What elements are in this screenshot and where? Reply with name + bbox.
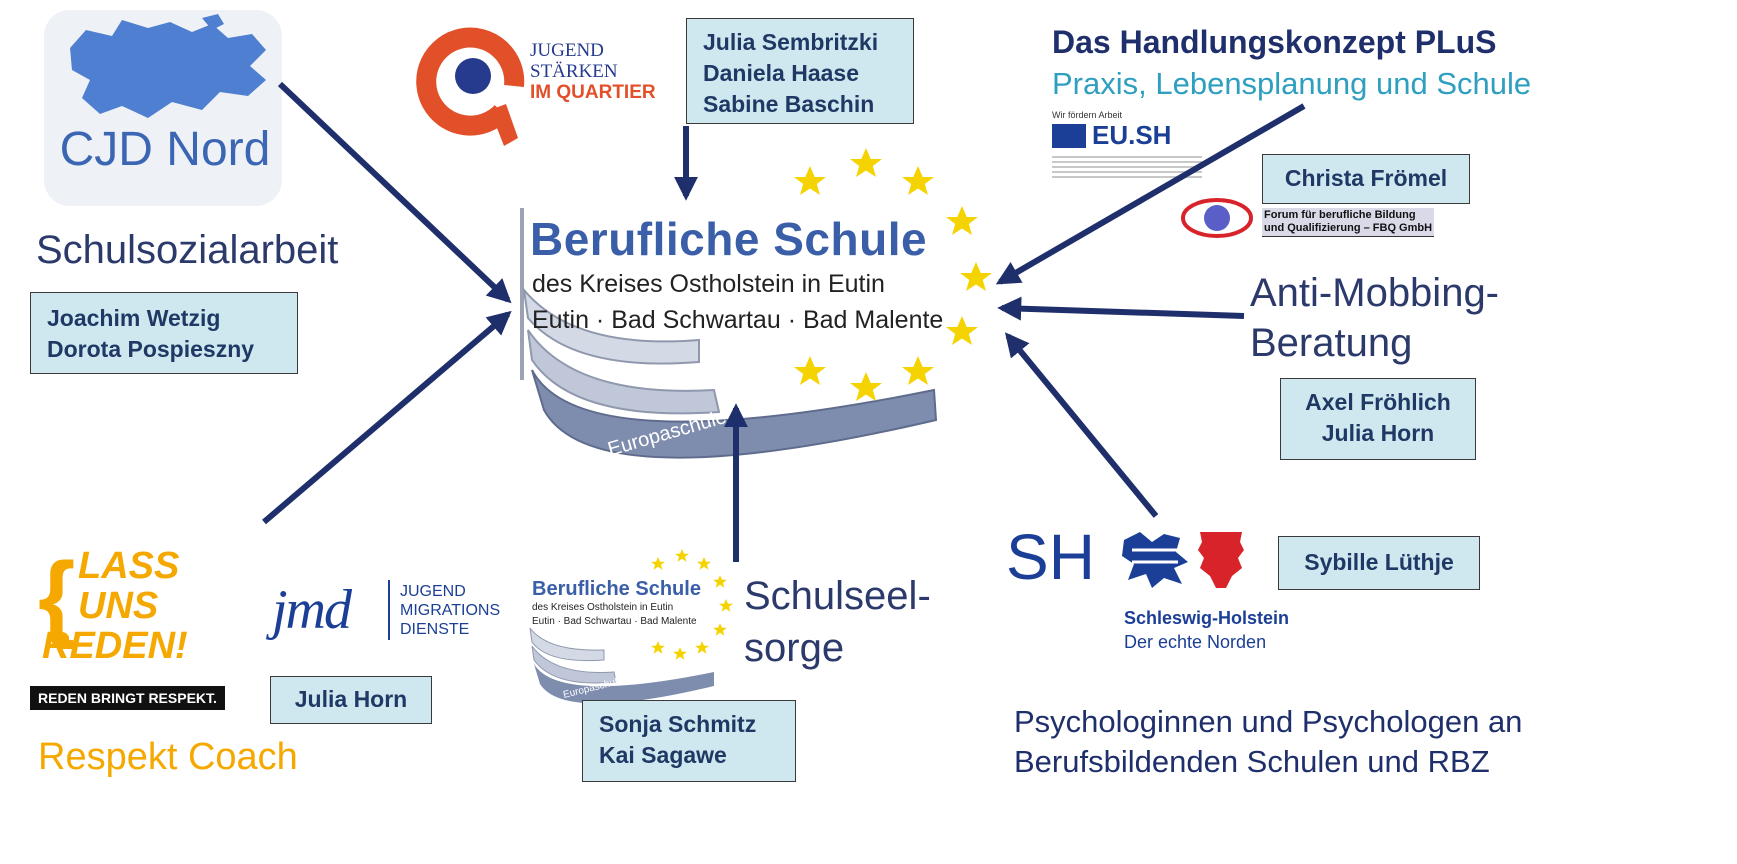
eu-flag-icon: [1052, 124, 1086, 148]
small-school-graphic: Europaschule: [529, 627, 714, 704]
plus-title: Das Handlungskonzept PLuS: [1052, 24, 1497, 60]
antimobbing-caption: Anti-Mobbing- Beratung: [1250, 268, 1499, 368]
sh-lion-icon: [1122, 532, 1188, 588]
seelsorge-line-2: sorge: [744, 626, 845, 670]
jmd-logo-text: jmd: [272, 579, 352, 641]
sh-person-box: Sybille Lüthje: [1278, 536, 1480, 590]
arrow-lur: [262, 310, 512, 525]
cjd-nord-logo: CJD Nord: [44, 10, 282, 206]
center-line-2: des Kreises Ostholstein in Eutin: [532, 270, 885, 298]
cjd-people-box: Joachim Wetzig Dorota Pospieszny: [30, 292, 298, 374]
fbq-text: Forum für berufliche Bildung und Qualifi…: [1262, 208, 1435, 237]
jsq-people-box: Julia Sembritzki Daniela Haase Sabine Ba…: [686, 18, 914, 124]
arrow-cjd: [277, 81, 512, 304]
sh-caption-line-2: Berufsbildenden Schulen und RBZ: [1014, 744, 1490, 779]
seelsorge-people-box: Sonja Schmitz Kai Sagawe: [582, 700, 796, 782]
jsq-line-1: JUGEND: [530, 40, 604, 61]
lur-line-2: UNS: [78, 585, 159, 627]
lur-logo-lines: LASS UNS REDEN!: [42, 545, 188, 666]
jmd-person-box: Julia Horn: [270, 676, 432, 724]
sh-slogan: Der echte Norden: [1124, 632, 1267, 652]
jsq-person-3: Sabine Baschin: [703, 91, 875, 117]
jsq-person-1: Julia Sembritzki: [703, 29, 879, 55]
cjd-caption: Schulsozialarbeit: [36, 228, 339, 272]
center-school-graphic: Europaschule: [520, 208, 938, 461]
fbq-logo-icon: [1181, 198, 1253, 238]
jmd-divider: [388, 580, 390, 640]
seelsorge-caption: Schulseel- sorge: [744, 570, 931, 674]
jmd-person: Julia Horn: [294, 686, 408, 712]
cjd-person-1: Joachim Wetzig: [47, 305, 221, 331]
sh-person: Sybille Lüthje: [1304, 549, 1454, 575]
antimobbing-people-box: Axel Fröhlich Julia Horn: [1280, 378, 1476, 460]
seelsorge-person-1: Sonja Schmitz: [599, 711, 757, 737]
map-icon: [70, 14, 266, 118]
eu-top-text: Wir fördern Arbeit: [1052, 110, 1123, 120]
lur-caption: Respekt Coach: [38, 736, 298, 778]
plus-person-box: Christa Frömel: [1262, 154, 1470, 204]
jmd-line-3: DIENSTE: [400, 621, 470, 638]
lur-brace-left-icon: {: [38, 543, 76, 650]
sh-nettle-icon: [1198, 532, 1244, 588]
jsq-line-2: STÄRKEN: [530, 61, 618, 82]
antimobbing-line-1: Anti-Mobbing-: [1250, 271, 1500, 315]
center-line-3: Eutin · Bad Schwartau · Bad Malente: [532, 306, 944, 334]
cjd-person-2: Dorota Pospieszny: [47, 336, 255, 362]
jmd-lines: JUGEND MIGRATIONS DIENSTE: [400, 582, 500, 639]
seelsorge-person-2: Kai Sagawe: [599, 742, 727, 768]
jsq-logo-icon: [416, 27, 525, 146]
center-title: Berufliche Schule: [530, 213, 928, 265]
small-school-line-3: Eutin · Bad Schwartau · Bad Malente: [532, 616, 697, 627]
seelsorge-line-1: Schulseel-: [744, 574, 931, 618]
fbq-line-1: Forum für berufliche Bildung: [1264, 209, 1416, 221]
lur-line-3: REDEN!: [42, 625, 188, 667]
small-school-title: Berufliche Schule: [532, 578, 701, 600]
arrow-plus: [995, 103, 1306, 285]
jmd-line-1: JUGEND: [400, 583, 466, 600]
plus-subtitle: Praxis, Lebensplanung und Schule: [1052, 66, 1532, 101]
plus-person: Christa Frömel: [1284, 165, 1448, 191]
jmd-line-2: MIGRATIONS: [400, 602, 501, 619]
small-school-line-2: des Kreises Ostholstein in Eutin: [532, 602, 674, 613]
sh-letters: SH: [1006, 521, 1095, 593]
sh-caption-line-1: Psychologinnen und Psychologen an: [1014, 704, 1523, 739]
antimobbing-person-1: Axel Fröhlich: [1305, 389, 1451, 415]
jsq-logo-text: JUGEND STÄRKEN IM QUARTIER: [530, 40, 656, 103]
arrow-antimobbing: [997, 296, 1245, 321]
sh-caption: Psychologinnen und Psychologen an Berufs…: [1014, 702, 1522, 782]
arrow-sh: [1004, 332, 1159, 518]
fbq-line-2: und Qualifizierung – FBQ GmbH: [1264, 222, 1433, 234]
lur-logo: { LASS UNS REDEN!: [38, 540, 228, 680]
lur-line-1: LASS: [78, 545, 180, 587]
jsq-line-3: IM QUARTIER: [530, 82, 656, 103]
eu-logo-text: EU.SH: [1092, 120, 1172, 150]
lur-slogan: REDEN BRINGT RESPEKT.: [30, 686, 225, 710]
sh-name: Schleswig-Holstein: [1124, 608, 1290, 628]
antimobbing-person-2: Julia Horn: [1321, 420, 1435, 446]
antimobbing-line-2: Beratung: [1250, 321, 1413, 365]
eu-small-print: [1052, 156, 1202, 178]
jsq-person-2: Daniela Haase: [703, 60, 859, 86]
cjd-logo-text: CJD Nord: [59, 123, 271, 176]
